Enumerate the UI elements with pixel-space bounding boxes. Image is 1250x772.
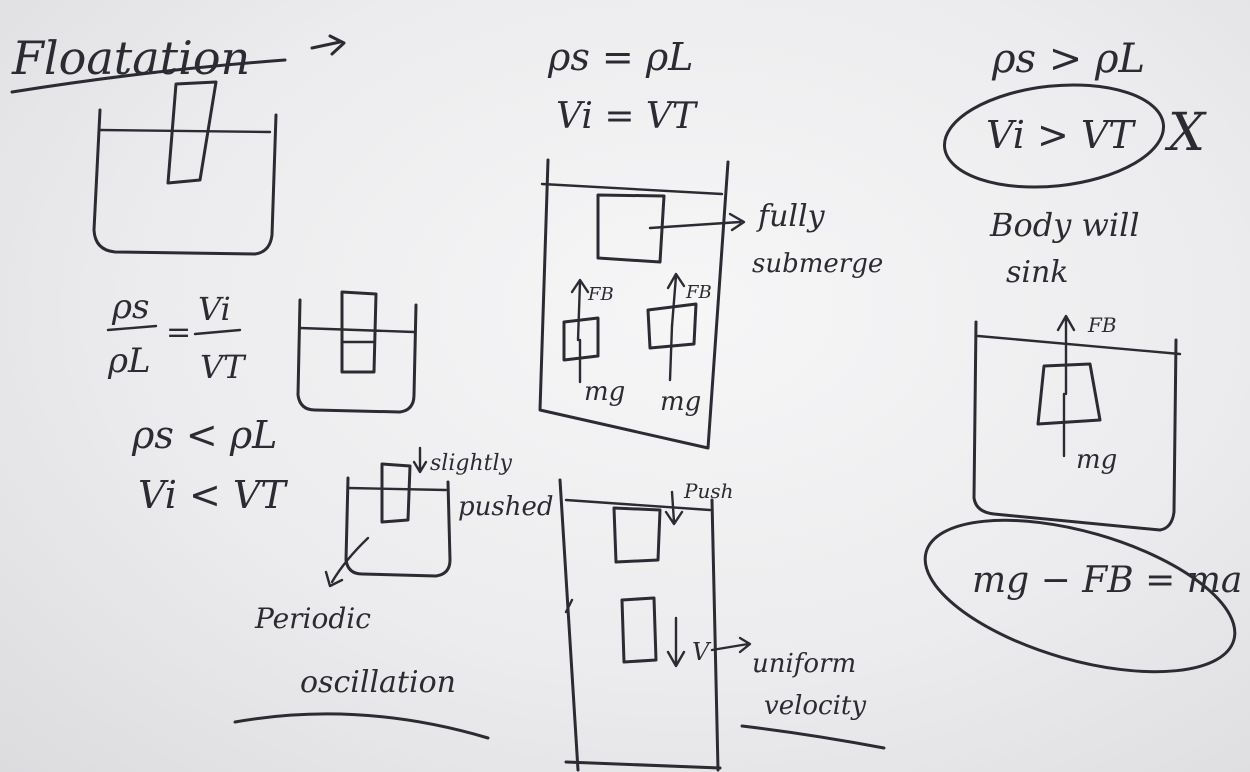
note-slightly: slightly — [430, 451, 512, 476]
highlight-ellipse — [942, 83, 1166, 189]
tank-fully-submerged — [538, 158, 746, 450]
beaker-partially-submerged — [296, 290, 418, 414]
svg-text:ρL: ρL — [107, 341, 151, 381]
force-buoyant-label-1: FB — [587, 284, 614, 305]
label-sink: sink — [1006, 255, 1069, 290]
density-volume-ratio: ρs ρL = Vi VT — [106, 287, 247, 386]
svg-text:=: = — [166, 315, 191, 350]
inequality-density: ρs > ρL — [991, 36, 1145, 82]
equation-volume-equal: Vi = VT — [556, 96, 699, 137]
beaker-pushed-body — [324, 446, 452, 588]
oscillation-underline — [233, 712, 490, 740]
note-periodic: Periodic — [254, 602, 371, 635]
note-oscillation: oscillation — [300, 665, 456, 700]
condition-density: ρs < ρL — [131, 413, 277, 457]
force-weight-label-2: mg — [660, 387, 701, 417]
condition-volume: Vi < VT — [138, 473, 288, 517]
svg-text:Vi: Vi — [198, 290, 231, 328]
label-push: Push — [683, 479, 733, 503]
equation-net-force: mg − FB = ma — [972, 560, 1242, 601]
note-pushed: pushed — [458, 492, 554, 522]
force-buoyant-label-3: FB — [1087, 313, 1117, 337]
velocity-underline — [740, 724, 886, 750]
label-body-will: Body will — [989, 206, 1140, 244]
label-velocity-symbol: V — [692, 638, 712, 666]
tank-uniform-velocity — [558, 478, 752, 772]
beaker-sinking-body — [972, 314, 1182, 532]
force-weight-label-1: mg — [584, 377, 625, 407]
title-arrow-icon — [310, 34, 346, 56]
label-fully: fully — [756, 199, 826, 234]
inequality-volume: Vi > VT — [986, 113, 1136, 157]
svg-text:ρs: ρs — [111, 287, 149, 327]
label-uniform: uniform — [752, 649, 856, 679]
svg-text:VT: VT — [200, 348, 247, 386]
beaker-floating-body — [92, 80, 278, 256]
force-weight-label-3: mg — [1076, 445, 1117, 475]
label-submerge: submerge — [752, 249, 883, 279]
cross-mark: X — [1164, 103, 1207, 163]
label-velocity-word: velocity — [764, 691, 866, 721]
equation-density-equal: ρs = ρL — [547, 35, 693, 79]
title-floatation: Floatation — [11, 31, 250, 85]
title-underline — [10, 58, 287, 94]
force-buoyant-label-2: FB — [685, 282, 712, 303]
equation-ellipse — [923, 518, 1237, 674]
